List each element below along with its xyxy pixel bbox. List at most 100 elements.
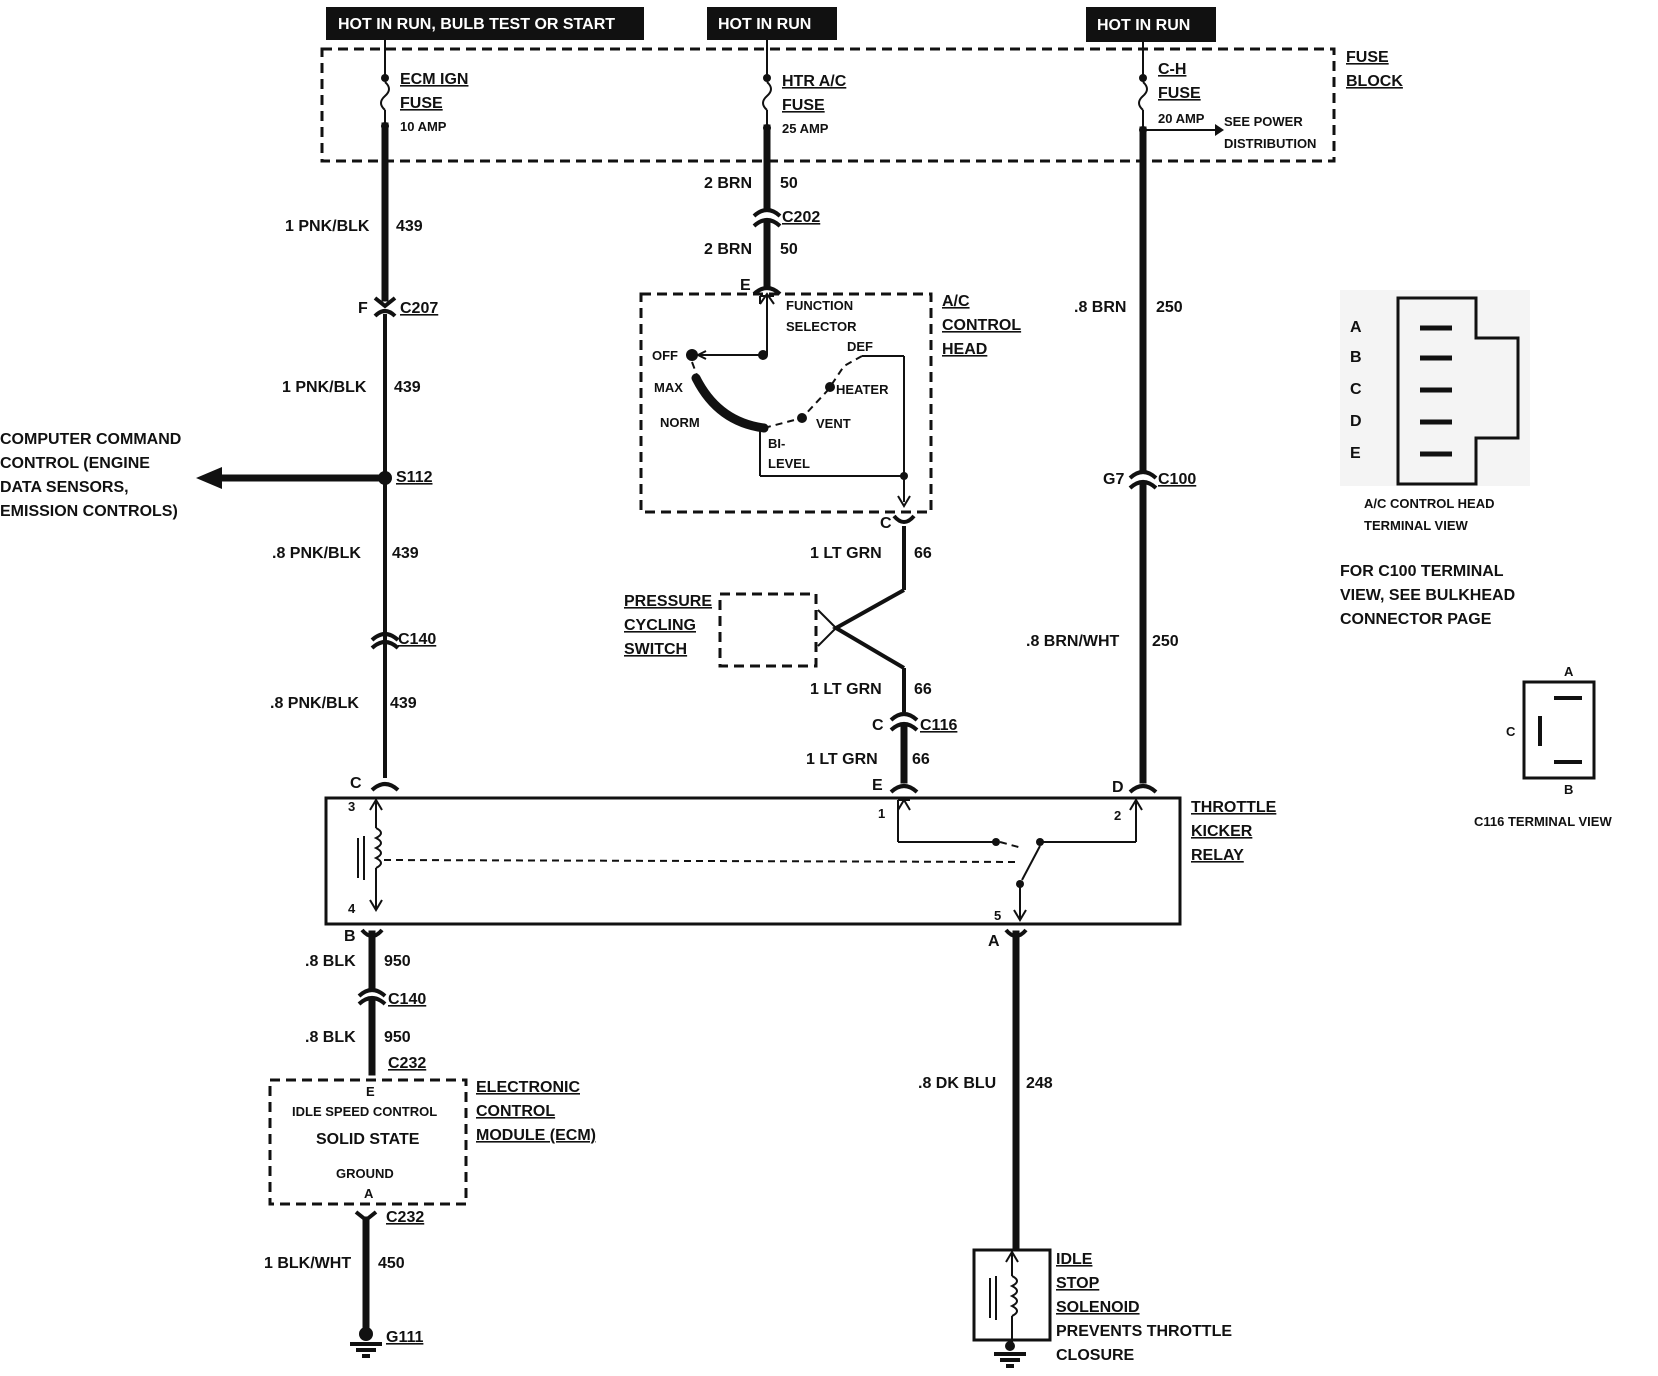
relay-out-pin: A [988, 933, 1000, 950]
center-w5-num: 66 [912, 751, 930, 768]
left-relay-pin-b: B [344, 928, 356, 945]
ac-term-pin-b: B [1350, 349, 1362, 366]
c100-note: FOR C100 TERMINAL VIEW, SEE BULKHEAD CON… [1340, 563, 1515, 628]
ecm-outline [268, 1078, 468, 1206]
head-pin-c: C [880, 515, 892, 532]
ac-term-pin-e: E [1350, 445, 1361, 462]
ccc-line-2: CONTROL (ENGINE [0, 455, 150, 472]
left-w4-num: 439 [390, 695, 417, 712]
c232-top-label: C232 [388, 1055, 426, 1072]
htr-fuse-name-1: HTR A/C [782, 73, 847, 90]
solenoid-line-2: STOP [1056, 1275, 1100, 1292]
solenoid-w-num: 248 [1026, 1075, 1053, 1092]
header-center: HOT IN RUN [707, 7, 837, 40]
ecm-ign-fuse: ECM IGN FUSE 10 AMP [380, 71, 468, 134]
center-w1-color: 2 BRN [704, 175, 752, 192]
see-power-1: SEE POWER [1224, 114, 1303, 129]
ecm-pin-e: E [366, 1084, 375, 1099]
c140b-label: C140 [388, 991, 426, 1008]
relay-pin-5: 5 [994, 908, 1001, 923]
left-w6-num: 950 [384, 1029, 411, 1046]
s112-label: S112 [396, 469, 433, 486]
left-w5-color: .8 BLK [305, 953, 356, 970]
solenoid-line-1: IDLE [1056, 1251, 1093, 1268]
c100-label: C100 [1158, 471, 1196, 488]
right-relay-pin: D [1112, 779, 1124, 796]
ac-term-pin-d: D [1350, 413, 1362, 430]
header-left-text: HOT IN RUN, BULB TEST OR START [338, 16, 615, 33]
left-relay-pin: C [350, 775, 362, 792]
ecm-label-2: CONTROL [476, 1103, 555, 1120]
ac-term-caption-1: A/C CONTROL HEAD [1364, 496, 1494, 511]
relay-label-3: RELAY [1191, 847, 1244, 864]
center-circuit: 2 BRN 50 C202 2 BRN 50 E [704, 124, 820, 296]
c116-term-pin-a: A [1564, 664, 1574, 679]
solenoid-line-4: PREVENTS THROTTLE [1056, 1323, 1232, 1340]
fuse-block-outline [320, 47, 1336, 163]
c116-term-caption: C116 TERMINAL VIEW [1474, 814, 1612, 829]
solenoid-w-color: .8 DK BLU [918, 1075, 996, 1092]
relay-pin-1: 1 [878, 806, 885, 821]
left-w1-num: 439 [396, 218, 423, 235]
ac-head-label-1: A/C [942, 293, 970, 310]
left-w6-color: .8 BLK [305, 1029, 356, 1046]
right-w2-color: .8 BRN/WHT [1026, 633, 1120, 650]
computer-command-control: COMPUTER COMMAND CONTROL (ENGINE DATA SE… [0, 431, 181, 520]
ccc-line-1: COMPUTER COMMAND [0, 431, 181, 448]
center-w2-color: 2 BRN [704, 241, 752, 258]
ac-term-caption-2: TERMINAL VIEW [1364, 518, 1468, 533]
c116-terminal-view: A C B C116 TERMINAL VIEW [1474, 664, 1612, 829]
right-circuit: .8 BRN 250 G7 C100 .8 BRN/WHT 250 D [1026, 126, 1196, 796]
center-w3-color: 1 LT GRN [810, 545, 882, 562]
left-w7-num: 450 [378, 1255, 405, 1272]
ecm-ground-circuit: B .8 BLK 950 C140 .8 BLK 950 C232 E IDLE… [264, 928, 596, 1358]
c202-label: C202 [782, 209, 820, 226]
header-left: HOT IN RUN, BULB TEST OR START [326, 7, 644, 40]
center-w3-num: 66 [914, 545, 932, 562]
c100-pin: G7 [1103, 471, 1124, 488]
ac-term-pin-a: A [1350, 319, 1362, 336]
relay-label-1: THROTTLE [1191, 799, 1277, 816]
c116-pin: C [872, 717, 884, 734]
relay-pin-3: 3 [348, 799, 355, 814]
ecm-pin-a: A [364, 1186, 374, 1201]
center-w4-color: 1 LT GRN [810, 681, 882, 698]
htr-fuse-name-2: FUSE [782, 97, 825, 114]
pressure-line-3: SWITCH [624, 641, 687, 658]
ac-head-label-3: HEAD [942, 341, 987, 358]
header-center-text: HOT IN RUN [718, 16, 811, 33]
header-right: HOT IN RUN [1086, 7, 1216, 42]
c207-label: C207 [400, 300, 438, 317]
sel-off: OFF [652, 348, 678, 363]
ac-head-label-2: CONTROL [942, 317, 1021, 334]
relay-pin-2: 2 [1114, 808, 1121, 823]
head-pin-e: E [740, 277, 751, 294]
sel-vent: VENT [816, 416, 851, 431]
center-relay-pin: E [872, 777, 883, 794]
center-w5-color: 1 LT GRN [806, 751, 878, 768]
solenoid-line-3: SOLENOID [1056, 1299, 1140, 1316]
ac-control-head: A/C CONTROL HEAD FUNCTION SELECTOR OFF D… [639, 292, 1021, 514]
solenoid-line-5: CLOSURE [1056, 1347, 1135, 1364]
relay-outline [324, 796, 1182, 926]
c100-note-1: FOR C100 TERMINAL [1340, 563, 1504, 580]
ch-fuse-rating: 20 AMP [1158, 111, 1205, 126]
sel-def: DEF [847, 339, 873, 354]
ecm-line-2: SOLID STATE [316, 1131, 420, 1148]
ecm-line-1: IDLE SPEED CONTROL [292, 1104, 437, 1119]
ac-head-outline [639, 292, 933, 514]
left-w2-color: 1 PNK/BLK [282, 379, 367, 396]
ac-term-pin-c: C [1350, 381, 1362, 398]
htr-fuse-rating: 25 AMP [782, 121, 829, 136]
ecm-label-1: ELECTRONIC [476, 1079, 580, 1096]
sel-bi: BI- [768, 436, 785, 451]
pressure-switch-outline [718, 592, 818, 668]
ecm-label-3: MODULE (ECM) [476, 1127, 596, 1144]
left-w4-color: .8 PNK/BLK [270, 695, 359, 712]
left-w3-color: .8 PNK/BLK [272, 545, 361, 562]
left-circuit: 1 PNK/BLK 439 F C207 1 PNK/BLK 439 S112 … [196, 122, 438, 792]
c140-label: C140 [398, 631, 436, 648]
right-w1-color: .8 BRN [1074, 299, 1126, 316]
c116-term-pin-c: C [1506, 724, 1516, 739]
function-2: SELECTOR [786, 319, 857, 334]
